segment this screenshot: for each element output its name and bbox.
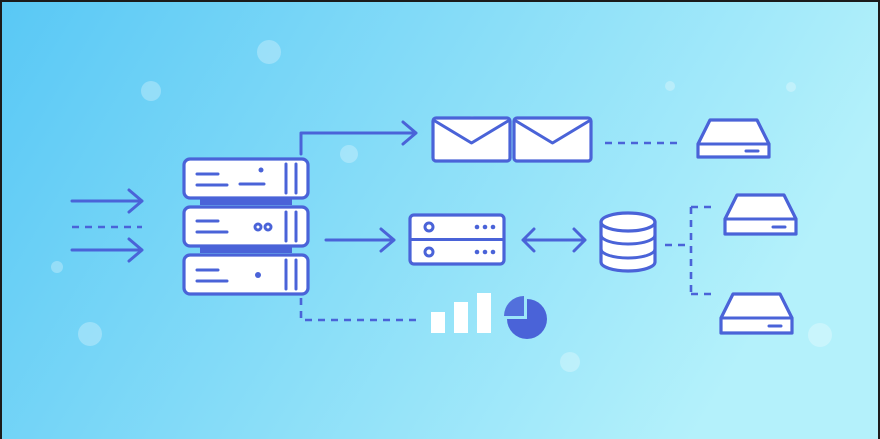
envelope-icon xyxy=(512,116,593,163)
bubble xyxy=(665,81,675,91)
analytics-bar xyxy=(454,302,468,333)
analytics-bar xyxy=(431,312,445,333)
bubble xyxy=(141,81,161,101)
dashed-link-db-branches xyxy=(665,205,716,296)
bubble xyxy=(786,82,796,92)
arrow-to-mail xyxy=(299,120,418,156)
bubble xyxy=(808,323,832,347)
storage-drive-icon xyxy=(723,193,798,236)
bubble xyxy=(51,261,63,273)
server-rack-icon xyxy=(182,157,310,296)
pie-chart-icon xyxy=(504,296,547,339)
background-bubbles xyxy=(51,40,832,372)
bidirectional-arrow xyxy=(521,227,587,253)
database-icon xyxy=(599,211,657,273)
incoming-traffic-arrows-icon xyxy=(70,188,144,263)
storage-drive-icon xyxy=(719,292,794,335)
server-icon xyxy=(408,213,506,266)
bubble xyxy=(340,145,358,163)
envelope-icon xyxy=(431,116,512,163)
bubble xyxy=(257,40,281,64)
arrow-to-app-server xyxy=(324,227,396,253)
bar-chart-icon xyxy=(431,293,491,333)
connectors xyxy=(299,120,716,322)
analytics-bar xyxy=(477,293,491,333)
storage-drive-icon xyxy=(696,118,771,159)
bubble xyxy=(78,322,102,346)
bubble xyxy=(560,352,580,372)
